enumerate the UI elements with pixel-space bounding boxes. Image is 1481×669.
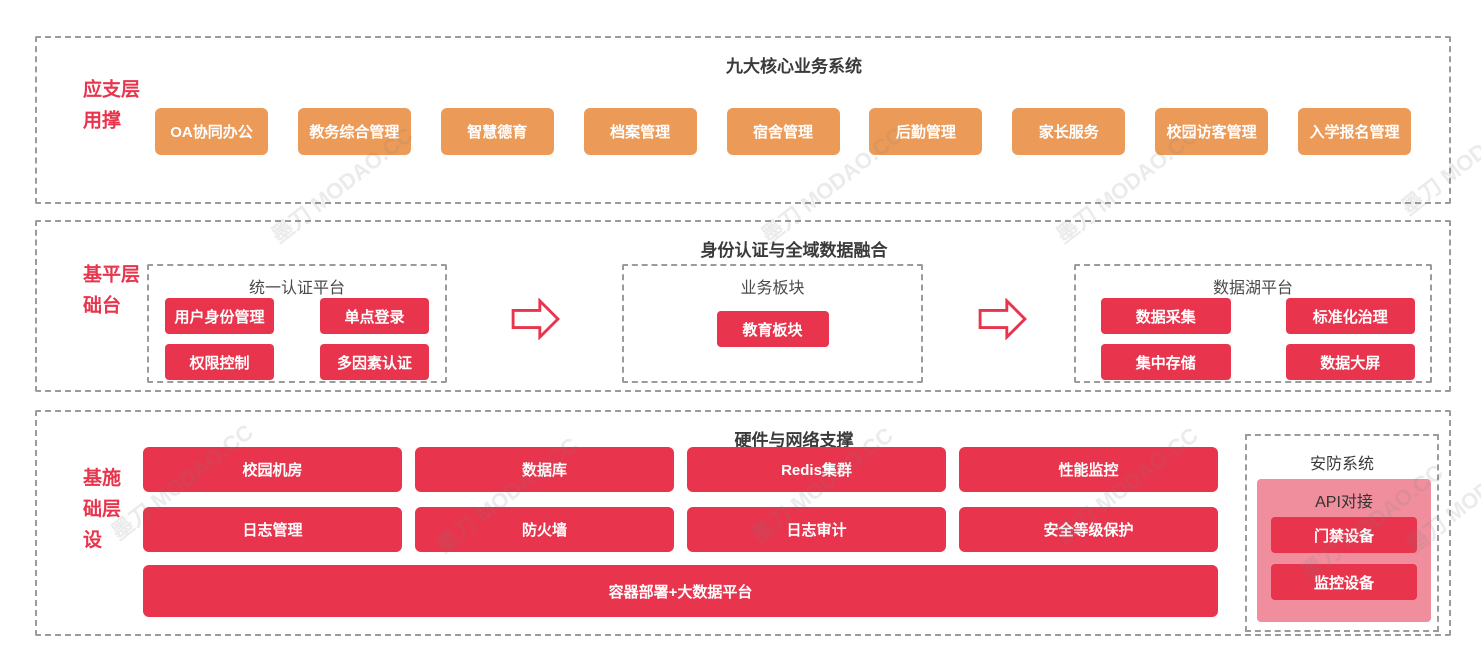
group-data-lake-title: 数据湖平台 — [1212, 280, 1293, 297]
layer2-title: 身份认证与全域数据融合 — [700, 241, 888, 260]
security-system-box: 安防系统 API对接 门禁设备 监控设备 — [1245, 434, 1439, 632]
group-business-section: 业务板块 教育板块 — [622, 264, 923, 383]
flow-arrow-icon — [977, 297, 1029, 345]
layer-label-application-support: 应用支撑层 — [80, 79, 139, 141]
node-firewall[interactable]: 防火墙 — [415, 507, 674, 552]
node-academic-mgmt[interactable]: 教务综合管理 — [297, 108, 411, 155]
basic-platform-layer: 基础平台层 身份认证与全域数据融合 统一认证平台 用户身份管理 单点登录 权限控… — [35, 220, 1451, 392]
api-integration-panel: API对接 门禁设备 监控设备 — [1257, 479, 1431, 622]
node-monitoring-device[interactable]: 监控设备 — [1271, 564, 1417, 600]
node-dorm-mgmt[interactable]: 宿舍管理 — [726, 108, 840, 155]
group-unified-auth-title: 统一认证平台 — [248, 280, 345, 297]
api-integration-title: API对接 — [1315, 494, 1373, 511]
node-redis-cluster[interactable]: Redis集群 — [687, 447, 946, 492]
layer-label-infrastructure: 基础设施层 — [80, 467, 120, 561]
application-support-layer: 应用支撑层 九大核心业务系统 OA协同办公 教务综合管理 智慧德育 档案管理 宿… — [35, 36, 1451, 204]
node-single-sign-on[interactable]: 单点登录 — [320, 298, 429, 334]
node-education-module[interactable]: 教育板块 — [716, 311, 829, 347]
node-data-collection[interactable]: 数据采集 — [1101, 298, 1231, 334]
node-user-identity-mgmt[interactable]: 用户身份管理 — [165, 298, 274, 334]
layer-label-basic-platform: 基础平台层 — [80, 264, 139, 326]
data-lake-grid: 数据采集 标准化治理 集中存储 数据大屏 — [1101, 298, 1415, 380]
node-log-management[interactable]: 日志管理 — [143, 507, 402, 552]
node-visitor-mgmt[interactable]: 校园访客管理 — [1155, 108, 1269, 155]
node-access-control-device[interactable]: 门禁设备 — [1271, 517, 1417, 553]
flow-arrow-icon — [510, 297, 562, 345]
group-business-title: 业务板块 — [740, 280, 805, 297]
node-logistics-mgmt[interactable]: 后勤管理 — [869, 108, 983, 155]
node-security-level-protection[interactable]: 安全等级保护 — [959, 507, 1218, 552]
node-log-audit[interactable]: 日志审计 — [687, 507, 946, 552]
security-system-title: 安防系统 — [1309, 456, 1374, 473]
node-standardized-governance[interactable]: 标准化治理 — [1285, 298, 1415, 334]
node-enrollment-mgmt[interactable]: 入学报名管理 — [1298, 108, 1411, 155]
node-performance-monitoring[interactable]: 性能监控 — [959, 447, 1218, 492]
group-data-lake-platform: 数据湖平台 数据采集 标准化治理 集中存储 数据大屏 — [1074, 264, 1432, 383]
node-multi-factor-auth[interactable]: 多因素认证 — [320, 344, 429, 380]
node-oa-office[interactable]: OA协同办公 — [155, 108, 268, 155]
layer3-title: 硬件与网络支撑 — [734, 431, 854, 450]
node-campus-server-room[interactable]: 校园机房 — [143, 447, 402, 492]
node-data-dashboard[interactable]: 数据大屏 — [1285, 344, 1415, 380]
node-database[interactable]: 数据库 — [415, 447, 674, 492]
node-central-storage[interactable]: 集中存储 — [1101, 344, 1231, 380]
node-parent-service[interactable]: 家长服务 — [1012, 108, 1126, 155]
unified-auth-grid: 用户身份管理 单点登录 权限控制 多因素认证 — [165, 298, 429, 380]
node-permission-control[interactable]: 权限控制 — [165, 344, 274, 380]
node-archive-mgmt[interactable]: 档案管理 — [583, 108, 697, 155]
node-moral-education[interactable]: 智慧德育 — [440, 108, 554, 155]
infrastructure-grid: 校园机房 数据库 Redis集群 性能监控 日志管理 防火墙 日志审计 安全等级… — [143, 447, 1218, 552]
layer1-title: 九大核心业务系统 — [726, 57, 862, 76]
group-unified-auth-platform: 统一认证平台 用户身份管理 单点登录 权限控制 多因素认证 — [147, 264, 447, 383]
infrastructure-layer: 基础设施层 硬件与网络支撑 校园机房 数据库 Redis集群 性能监控 日志管理… — [35, 410, 1451, 636]
app-systems-row: OA协同办公 教务综合管理 智慧德育 档案管理 宿舍管理 后勤管理 家长服务 校… — [155, 108, 1411, 155]
node-container-bigdata-platform[interactable]: 容器部署+大数据平台 — [143, 565, 1218, 617]
